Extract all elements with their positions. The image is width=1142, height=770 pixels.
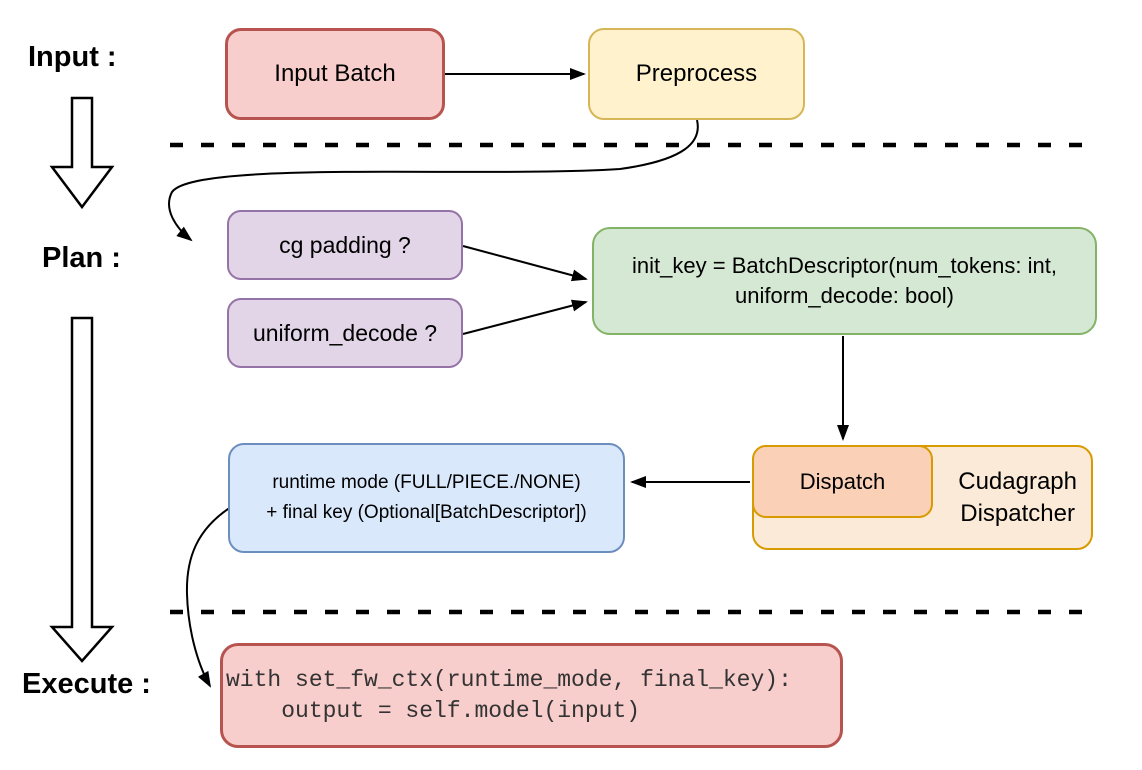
node-preprocess: Preprocess <box>588 28 805 120</box>
down-arrow-input-to-plan-icon <box>49 96 115 210</box>
node-runtime-mode: runtime mode (FULL/PIECE./NONE) + final … <box>228 443 625 553</box>
section-label-execute: Execute : <box>22 668 151 700</box>
arrow-cg-padding-to-init-key <box>462 245 588 282</box>
arrow-preprocess-to-cg-padding <box>168 119 699 242</box>
section-label-input: Input : <box>28 41 117 73</box>
node-uniform-decode: uniform_decode ? <box>227 298 463 368</box>
arrow-uniform-decode-to-init-key <box>462 299 588 335</box>
down-arrow-plan-to-execute-icon <box>49 316 115 663</box>
node-execute-code: with set_fw_ctx(runtime_mode, final_key)… <box>220 643 843 748</box>
arrow-runtime-mode-to-execute-code <box>185 506 232 688</box>
node-init-key: init_key = BatchDescriptor(num_tokens: i… <box>592 227 1097 335</box>
cudagraph-dispatcher-label: Cudagraph Dispatcher <box>958 467 1077 527</box>
node-input-batch: Input Batch <box>225 28 445 120</box>
node-cg-padding: cg padding ? <box>227 210 463 280</box>
node-dispatch: Dispatch <box>752 445 933 518</box>
section-label-plan: Plan : <box>42 242 121 274</box>
